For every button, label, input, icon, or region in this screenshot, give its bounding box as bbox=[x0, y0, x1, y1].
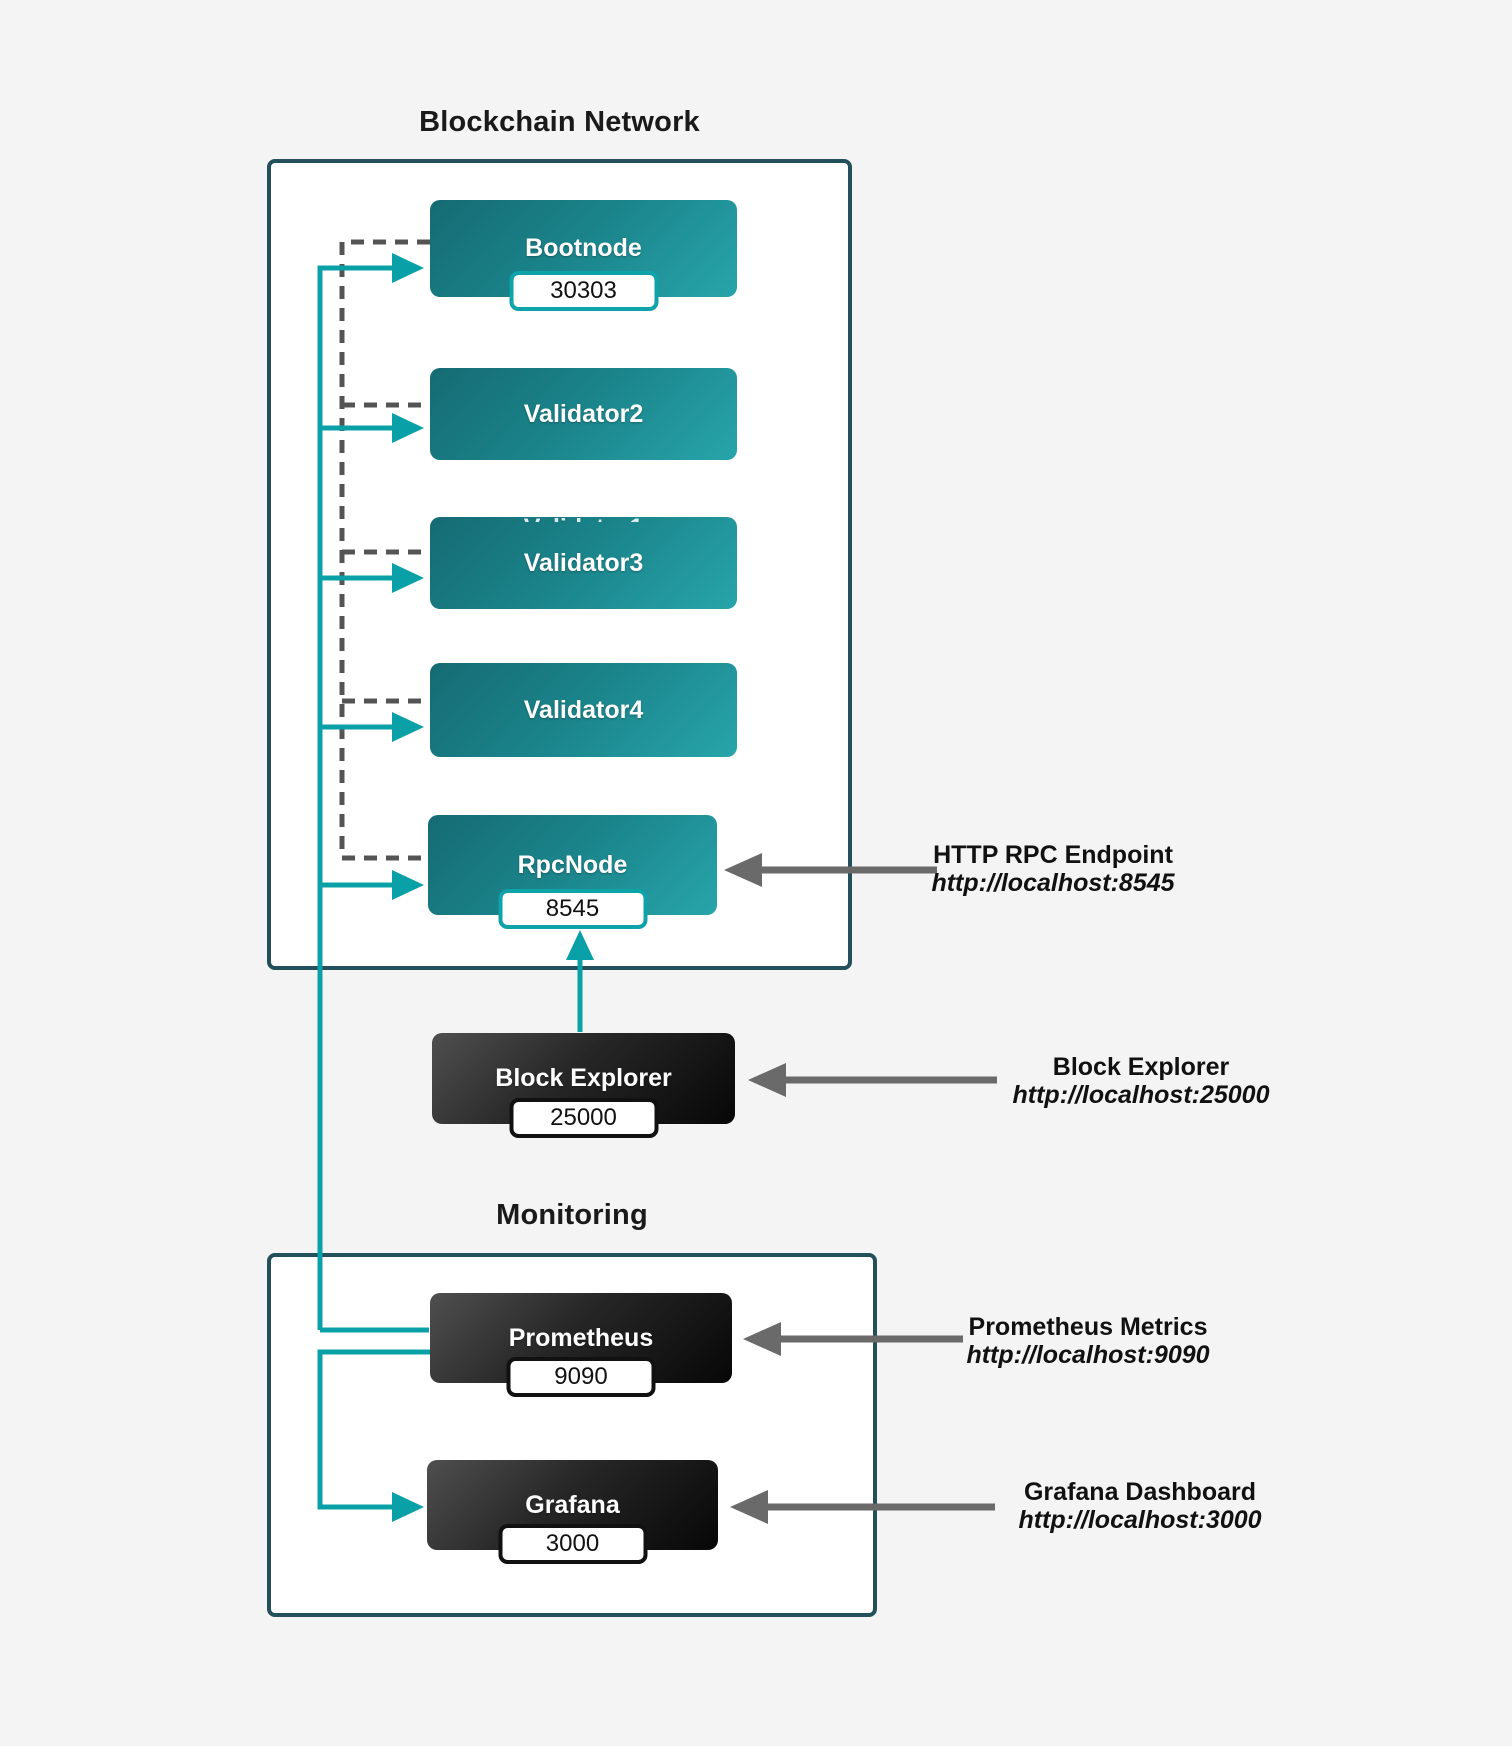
node-prometheus: Prometheus 9090 bbox=[430, 1293, 732, 1397]
port-badge-grafana: 3000 bbox=[498, 1524, 647, 1564]
annotation-http-rpc-endpoint: HTTP RPC Endpoint http://localhost:8545 bbox=[863, 841, 1243, 897]
annotation-url: http://localhost:8545 bbox=[931, 869, 1175, 897]
port-badge-rpcnode: 8545 bbox=[498, 889, 647, 929]
monitoring-title: Monitoring bbox=[496, 1199, 648, 1231]
annotation-url: http://localhost:3000 bbox=[1018, 1506, 1262, 1534]
annotation-title: Block Explorer bbox=[1052, 1053, 1230, 1081]
annotation-title: HTTP RPC Endpoint bbox=[933, 841, 1173, 869]
port-badge-bootnode: 30303 bbox=[509, 271, 658, 311]
node-validator3-label: Validator3 bbox=[523, 548, 644, 577]
node-block-explorer: Block Explorer 25000 bbox=[432, 1033, 735, 1138]
node-validator2-label: Validator2 bbox=[523, 399, 644, 428]
port-badge-block-explorer: 25000 bbox=[509, 1098, 658, 1138]
blockchain-network-title: Blockchain Network bbox=[419, 106, 700, 138]
node-rpcnode: RpcNode 8545 bbox=[428, 815, 717, 929]
node-validator4: Validator4 bbox=[430, 663, 737, 757]
port-badge-prometheus: 9090 bbox=[506, 1357, 656, 1397]
node-bootnode-label: Bootnode bbox=[525, 234, 642, 262]
annotation-title: Prometheus Metrics bbox=[968, 1313, 1208, 1341]
node-validator2: Validator2 bbox=[430, 368, 737, 460]
node-grafana-label: Grafana bbox=[525, 1490, 620, 1519]
annotation-url: http://localhost:9090 bbox=[966, 1341, 1210, 1369]
node-prometheus-label: Prometheus bbox=[508, 1323, 654, 1352]
annotation-url: http://localhost:25000 bbox=[1012, 1081, 1270, 1109]
annotation-block-explorer: Block Explorer http://localhost:25000 bbox=[951, 1053, 1331, 1109]
node-validator3: Validator1 Validator3 bbox=[430, 516, 737, 609]
annotation-prometheus-metrics: Prometheus Metrics http://localhost:9090 bbox=[898, 1313, 1278, 1369]
node-grafana: Grafana 3000 bbox=[427, 1460, 718, 1564]
node-validator4-label: Validator4 bbox=[523, 695, 644, 724]
node-rpcnode-label: RpcNode bbox=[517, 850, 628, 879]
node-block-explorer-label: Block Explorer bbox=[495, 1064, 672, 1092]
hidden-node-validator1-peek: Validator1 bbox=[430, 516, 737, 522]
annotation-grafana-dashboard: Grafana Dashboard http://localhost:3000 bbox=[950, 1478, 1330, 1534]
node-bootnode: Bootnode 30303 bbox=[430, 200, 737, 311]
annotation-title: Grafana Dashboard bbox=[1023, 1478, 1256, 1506]
